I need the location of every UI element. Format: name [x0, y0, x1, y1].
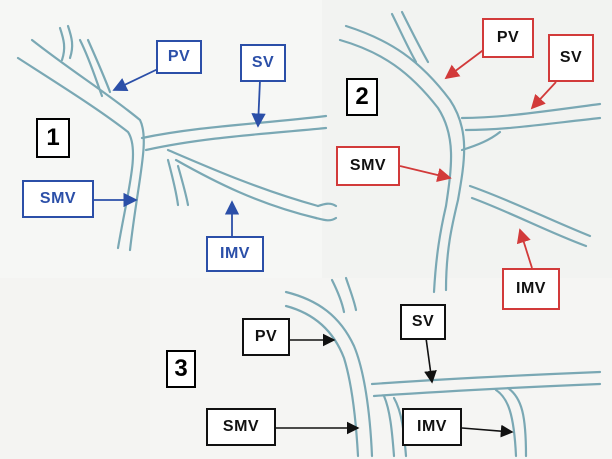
panel-1-branch-c: [78, 38, 104, 98]
panel-3-number: 3: [166, 350, 196, 388]
panel-3-imv-arrow: [461, 424, 514, 438]
panel-2-pv-wall-a: [344, 24, 466, 292]
panel-1-sv-arrow: [251, 79, 266, 128]
panel-3-pv-label: PV: [242, 318, 290, 356]
panel-2-pv-arrow: [444, 47, 487, 80]
panel-1-arrows: [94, 67, 266, 236]
panel-1-pv-label: PV: [156, 40, 202, 74]
panel-2-upper-branch-b: [400, 10, 430, 64]
panel-2-smv-label: SMV: [336, 146, 400, 186]
panel-2-arrows: [399, 47, 557, 269]
panel-2-smv-arrow: [399, 165, 452, 183]
panel-1-smv-label: SMV: [22, 180, 94, 218]
panel-2-sv-arrow: [530, 81, 557, 110]
panel-3-sv-wall-b: [372, 382, 602, 398]
panel-1-side-branch-a: [166, 158, 180, 207]
panel-3-pv-wall-a: [284, 290, 374, 458]
panel-2-sv-wall-a: [460, 102, 602, 120]
panel-1-sv-wall-a: [140, 114, 328, 140]
panel-1-imv-wall-b: [174, 158, 318, 220]
panel-2-vessels: [338, 10, 602, 294]
panel-3-sv-arrow: [424, 337, 437, 384]
panel-3-arrows: [276, 333, 514, 438]
panel-2-sv-label: SV: [548, 34, 594, 82]
panel-1-sv-wall-b: [144, 126, 328, 152]
panel-1-branch-d: [86, 38, 112, 94]
panel-2-sv-wall-b: [464, 116, 602, 132]
panel-2-number: 2: [346, 78, 378, 116]
panel-3-imv-wall-b: [506, 386, 528, 458]
panel-1-branch-b: [66, 24, 74, 60]
panel-2-upper-branch-a: [390, 12, 418, 64]
panel-3-top-branch-a: [330, 278, 346, 314]
panel-3-sv-label: SV: [400, 304, 446, 340]
panel-2-imv-wall-a: [468, 184, 592, 238]
panel-1-imv-fork-a: [316, 202, 338, 208]
panel-3-top-branch-b: [344, 276, 358, 312]
panel-1-imv-label: IMV: [206, 236, 264, 272]
panel-2-mid-branch-a: [460, 130, 502, 152]
panel-2-pv-label: PV: [482, 18, 534, 58]
panel-1-imv-wall-a: [166, 148, 320, 208]
panel-2-imv-arrow: [516, 228, 533, 269]
panel-1-branch-a: [58, 26, 66, 62]
panel-3-imv-wall-a: [494, 388, 518, 458]
panel-3-smv-label: SMV: [206, 408, 276, 446]
panel-1-pv-arrow: [112, 67, 161, 92]
panel-2-imv-wall-b: [470, 196, 588, 248]
panel-3-sv-wall-a: [370, 370, 602, 386]
panel-1-number: 1: [36, 118, 70, 158]
panel-3-vessels: [284, 276, 602, 458]
panel-1-side-branch-b: [176, 164, 190, 207]
panel-3-imv-label: IMV: [402, 408, 462, 446]
panel-2-imv-label: IMV: [502, 268, 560, 310]
panel-1-sv-label: SV: [240, 44, 286, 82]
panel-2-pv-wall-b: [338, 38, 453, 294]
panel-3-pv-wall-b: [284, 304, 360, 458]
panel-1-imv-fork-b: [314, 216, 338, 222]
panel-3-inner-branch-a: [382, 394, 396, 458]
